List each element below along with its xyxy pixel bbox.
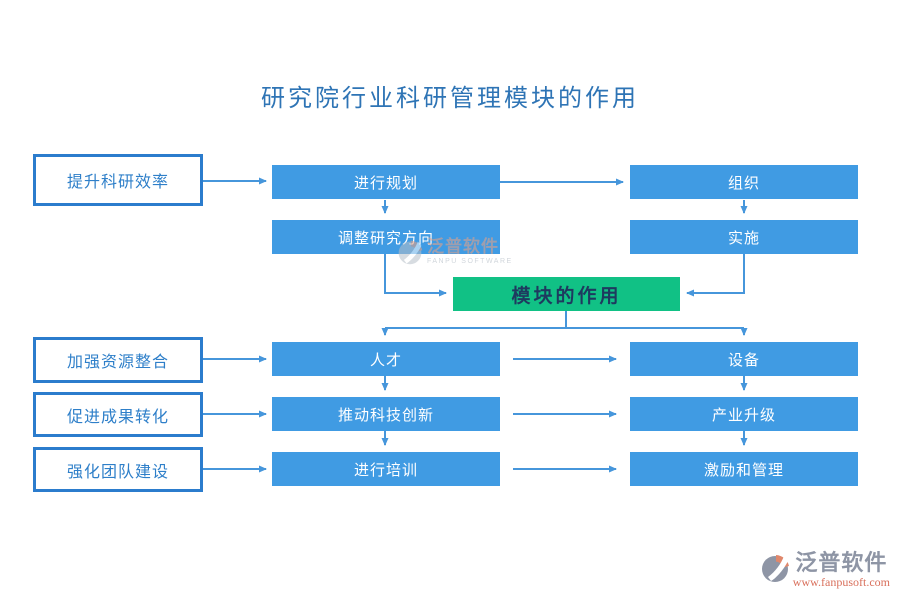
watermark: 泛普软件 FANPU SOFTWARE <box>396 238 513 266</box>
fanpu-logo-icon <box>398 240 423 265</box>
node-incentive-and-management: 激励和管理 <box>630 452 858 486</box>
node-promote-achievement-transformation: 促进成果转化 <box>33 392 203 437</box>
footer-brand: 泛普软件 <box>795 550 888 575</box>
watermark-subtitle: FANPU SOFTWARE <box>427 258 513 265</box>
page-title: 研究院行业科研管理模块的作用 <box>261 86 639 112</box>
footer-logo: 泛普软件 www.fanpusoft.com <box>759 552 890 588</box>
node-equipment: 设备 <box>630 342 858 376</box>
node-industry-upgrade: 产业升级 <box>630 397 858 431</box>
node-strengthen-resource-integration: 加强资源整合 <box>33 337 203 383</box>
node-organize: 组织 <box>630 165 858 199</box>
node-implementation: 实施 <box>630 220 858 254</box>
node-strengthen-team-building: 强化团队建设 <box>33 447 203 492</box>
node-conduct-training: 进行培训 <box>272 452 500 486</box>
fanpu-logo-icon <box>761 555 789 582</box>
watermark-brand: 泛普软件 <box>427 237 499 256</box>
node-improve-research-efficiency: 提升科研效率 <box>33 154 203 206</box>
node-talent: 人才 <box>272 342 500 376</box>
node-module-role: 模块的作用 <box>453 277 680 311</box>
node-promote-tech-innovation: 推动科技创新 <box>272 397 500 431</box>
footer-url: www.fanpusoft.com <box>792 575 890 589</box>
node-planning: 进行规划 <box>272 165 500 199</box>
